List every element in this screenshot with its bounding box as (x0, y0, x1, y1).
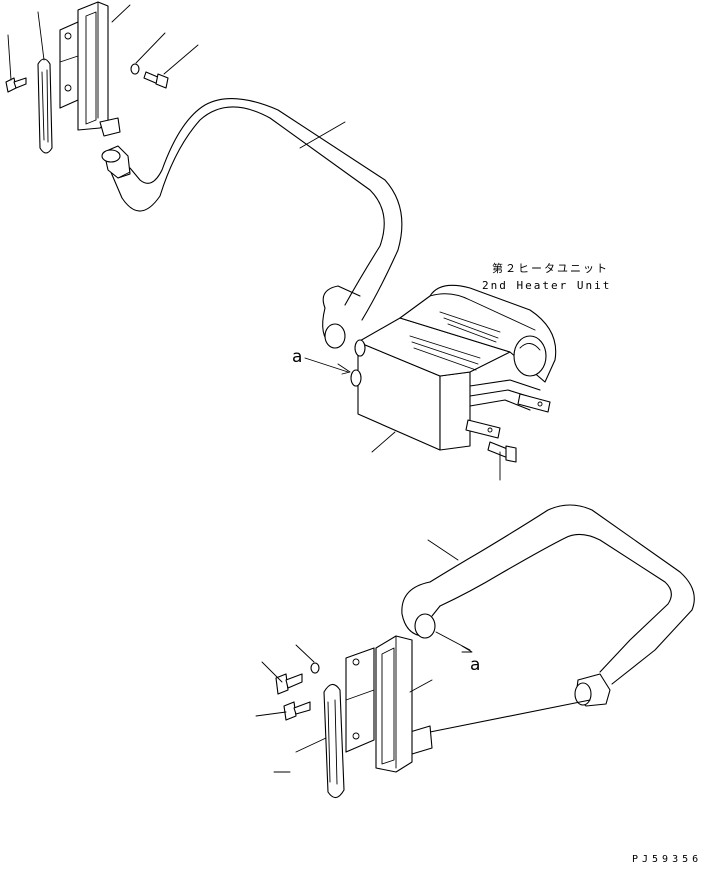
heater-unit (350, 284, 557, 451)
reference-mark-a-bottom: a (470, 655, 480, 675)
heater-unit-label-en: 2nd Heater Unit (482, 279, 611, 292)
bottom-bolt-lower (283, 701, 311, 721)
heater-leader-lines (304, 357, 396, 453)
reference-mark-a-top: a (292, 347, 302, 367)
top-bracket-assembly (37, 1, 121, 154)
heater-bolt (487, 441, 517, 481)
bottom-leader-lines (255, 539, 473, 773)
bottom-bracket-assembly (323, 635, 413, 799)
top-bolt-right (143, 71, 169, 89)
heater-unit-label-jp: 第２ヒータユニット (492, 261, 609, 275)
top-hose (101, 98, 403, 349)
top-leader-lines (7, 4, 199, 81)
top-washer (130, 63, 140, 75)
bottom-bolt-upper (275, 673, 303, 695)
bottom-washer (310, 662, 320, 674)
drawing-code: PJ59356 (632, 854, 702, 865)
top-bolt-left (5, 77, 27, 93)
bottom-hose (401, 504, 695, 755)
